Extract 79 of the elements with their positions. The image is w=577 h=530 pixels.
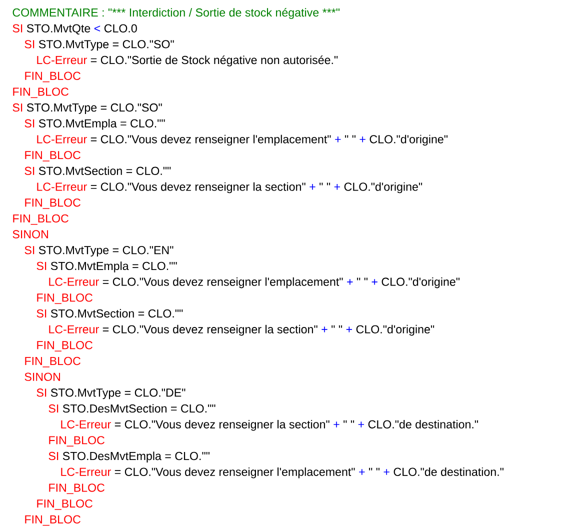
code-keyword: FIN_BLOC: [13, 88, 68, 98]
code-text: CLO."d'origine": [344, 182, 422, 194]
code-keyword: LC-Erreur: [61, 468, 111, 476]
code-text: " ": [332, 325, 342, 328]
code-keyword: SI: [48, 452, 58, 460]
code-text: STO.MvtType = CLO."EN": [38, 246, 174, 257]
code-text: " ": [345, 135, 356, 138]
code-text: = CLO."Vous devez renseigner la section": [114, 420, 330, 431]
code-keyword: FIN_BLOC: [37, 499, 92, 510]
code-keyword: FIN_BLOC: [37, 294, 92, 304]
code-text: = CLO."Vous devez renseigner la section": [90, 182, 306, 194]
code-text: CLO."de destination.": [394, 467, 504, 476]
code-keyword: FIN_BLOC: [25, 72, 80, 82]
code-keyword: SI: [12, 24, 22, 32]
code-keyword: FIN_BLOC: [49, 436, 104, 446]
code-text: " ": [344, 420, 354, 423]
code-operator: +: [310, 184, 316, 190]
code-keyword: SI: [12, 103, 22, 112]
code-keyword: FIN_BLOC: [13, 214, 68, 225]
code-comment: COMMENTAIRE : "***: [12, 8, 126, 17]
code-operator: +: [359, 469, 365, 475]
code-keyword: LC-Erreur: [49, 278, 99, 286]
code-text: = CLO."Vous devez renseigner l'emplacement": [114, 467, 355, 478]
code-keyword: FIN_BLOC: [25, 515, 80, 526]
code-keyword: FIN_BLOC: [25, 356, 80, 368]
code-keyword: LC-Erreur: [37, 182, 87, 191]
code-comment: Interdiction / Sortie de stock négative: [130, 8, 319, 19]
code-keyword: SI: [24, 40, 34, 48]
code-keyword: LC-Erreur: [37, 135, 87, 144]
code-comment: ***": [322, 8, 340, 13]
code-text: STO.MvtQte: [26, 24, 90, 35]
code-text: STO.MvtSection = CLO."": [50, 309, 183, 318]
code-text: STO.MvtSection = CLO."": [38, 166, 171, 175]
code-text: STO.MvtType = CLO."DE": [50, 388, 186, 400]
code-keyword: SI: [48, 404, 58, 413]
code-text: STO.MvtType = CLO."SO": [38, 40, 174, 51]
code-keyword: LC-Erreur: [37, 56, 87, 64]
code-operator: +: [346, 326, 352, 332]
code-text: = CLO."Sortie de Stock négative non autorisée.": [90, 55, 338, 66]
code-text: CLO."d'origine": [356, 324, 434, 336]
code-text: CLO."de destination.": [368, 420, 478, 428]
code-keyword: LC-Erreur: [61, 420, 111, 428]
code-operator: <: [94, 26, 100, 32]
code-operator: +: [347, 279, 353, 285]
code-keyword: FIN_BLOC: [25, 150, 80, 162]
code-keyword: LC-Erreur: [49, 325, 99, 334]
code-operator: +: [358, 422, 364, 428]
code-text: CLO."d'origine": [370, 134, 448, 146]
code-text: " ": [357, 278, 368, 280]
code-text: STO.MvtType = CLO."SO": [26, 103, 162, 114]
code-keyword: FIN_BLOC: [25, 198, 80, 209]
code-text: " ": [320, 182, 330, 186]
code-keyword: SI: [24, 166, 34, 175]
code-operator: +: [372, 279, 378, 285]
code-text: " ": [369, 468, 380, 470]
code-operator: +: [334, 422, 340, 428]
code-operator: +: [360, 136, 366, 142]
code-keyword: FIN_BLOC: [49, 484, 104, 494]
code-keyword: SI: [36, 309, 46, 318]
code-operator: +: [322, 326, 328, 332]
code-keyword: SI: [36, 262, 46, 270]
code-text: STO.DesMvtEmpla = CLO."": [62, 452, 210, 462]
code-keyword: SINON: [12, 230, 48, 238]
code-text: STO.DesMvtSection = CLO."": [62, 404, 216, 413]
code-keyword: SI: [24, 246, 34, 254]
code-keyword: SI: [24, 119, 34, 128]
code-text: STO.MvtEmpla = CLO."": [50, 262, 177, 272]
code-operator: +: [384, 469, 390, 475]
code-text: CLO."d'origine": [382, 277, 460, 288]
code-operator: +: [335, 136, 341, 142]
code-text: = CLO."Vous devez renseigner la section": [102, 324, 318, 336]
code-operator: +: [334, 184, 340, 190]
code-text: = CLO."Vous devez renseigner l'emplacement": [90, 134, 331, 146]
code-keyword: FIN_BLOC: [37, 341, 92, 352]
code-text: STO.MvtEmpla = CLO."": [38, 118, 165, 130]
code-text: = CLO."Vous devez renseigner l'emplacement": [102, 277, 343, 288]
code-keyword: SINON: [24, 372, 60, 381]
code-keyword: SI: [36, 388, 46, 397]
code-text: CLO.0: [104, 24, 137, 32]
